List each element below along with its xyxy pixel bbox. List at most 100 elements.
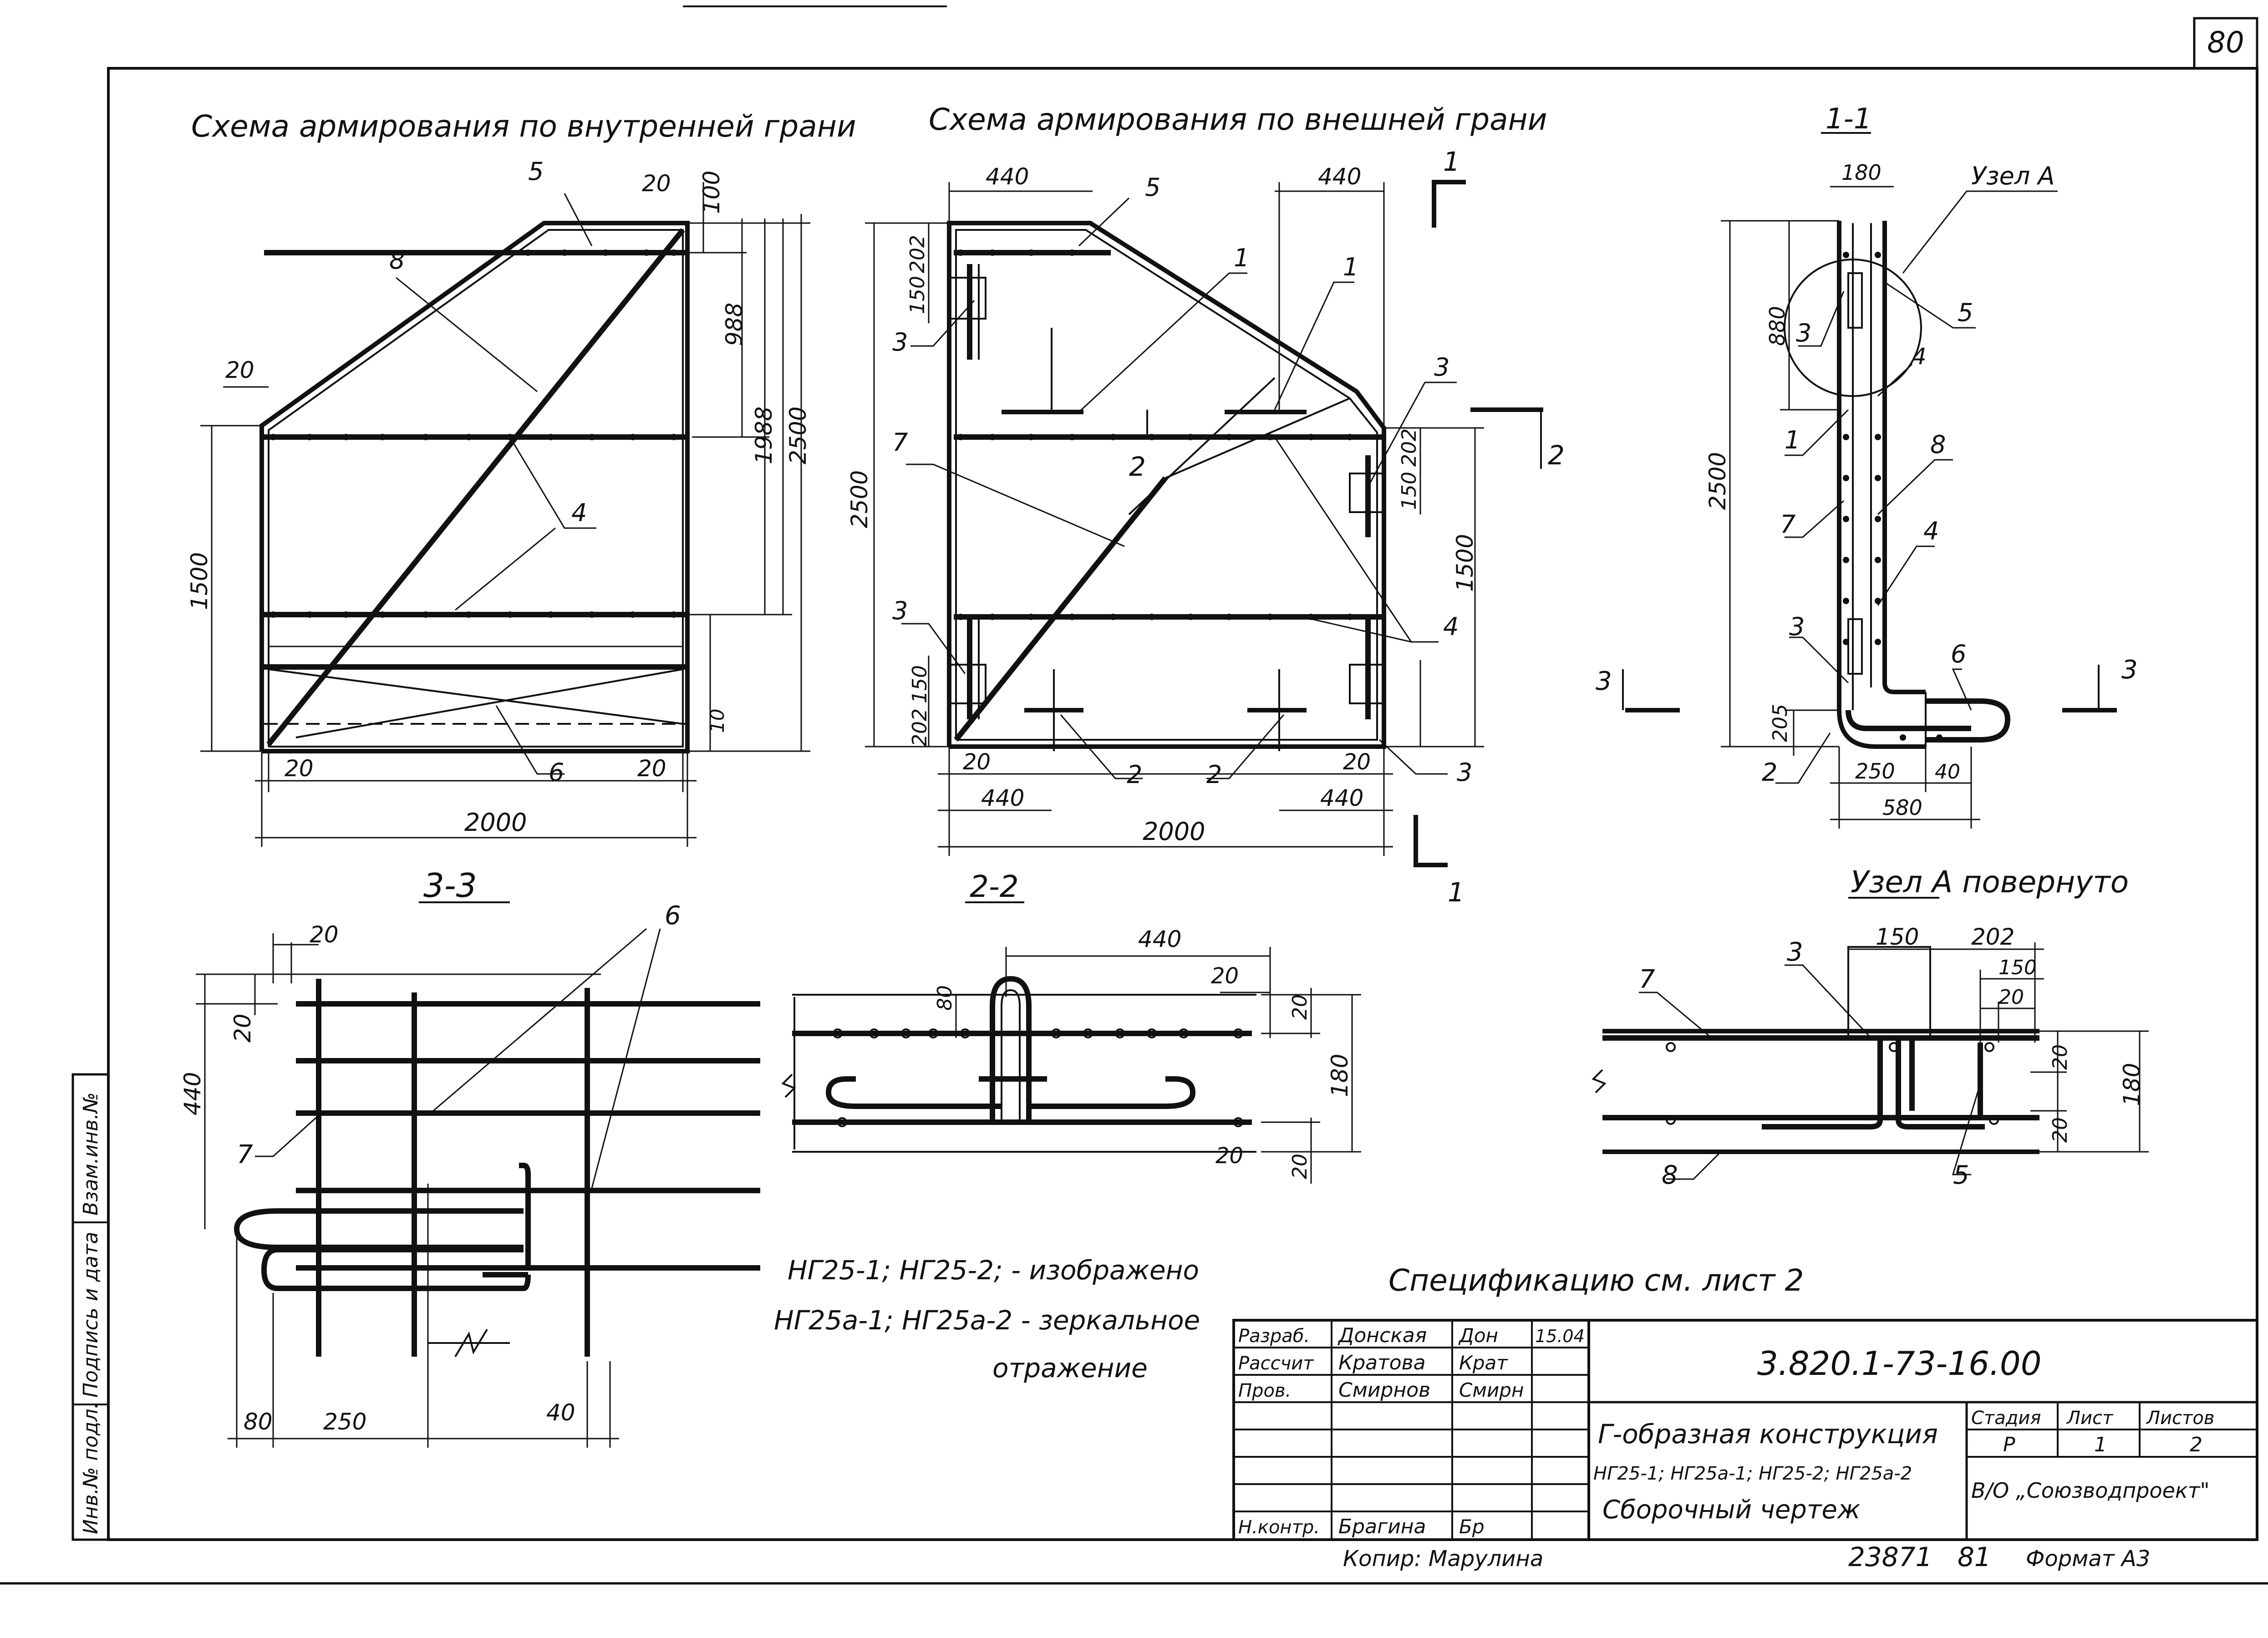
inner-dim-20-top: 20 [642, 170, 671, 197]
na-callout-3: 3 [1787, 937, 1803, 967]
sheet-number-box [2193, 17, 2258, 70]
title-outer-scheme: Схема армирования по внешней грани [929, 102, 1547, 137]
na-dim-180: 180 [2119, 1063, 2145, 1106]
outer-dim-202-r: 202 [1398, 428, 1421, 467]
inner-dim-20-bl: 20 [285, 755, 314, 782]
inner-callout-8: 8 [389, 246, 405, 275]
s33-dim-80: 80 [244, 1409, 273, 1435]
na-dim-150-top: 150 [1876, 924, 1919, 950]
view-section-1-1: 180 880 2500 205 250 40 580 5 3 4 1 8 7 … [1596, 160, 2138, 829]
s11-dim-580: 580 [1882, 795, 1922, 820]
inner-dim-2500: 2500 [785, 407, 811, 464]
inner-dim-20-br: 20 [637, 755, 666, 782]
tb-name-line-2: НГ25-1; НГ25а-1; НГ25-2; НГ25а-2 [1593, 1463, 1912, 1484]
tb-name-6: Брагина [1338, 1515, 1426, 1538]
tb-stage-header: Стадия [1971, 1408, 2041, 1429]
section-mark-1-top: 1 [1443, 146, 1460, 177]
tb-role-6: Н.контр. [1238, 1517, 1320, 1538]
tb-name-0: Донская [1337, 1324, 1427, 1347]
outer-callout-2b: 2 [1206, 760, 1222, 789]
tb-signature-0: Дон [1458, 1324, 1498, 1347]
s11-callout-6: 6 [1951, 640, 1966, 668]
tb-signature-2: Смирн [1459, 1379, 1524, 1401]
inner-dim-100: 100 [698, 171, 725, 214]
s11-dim-180: 180 [1841, 160, 1882, 185]
view-section-2-2: 440 80 20 20 180 20 20 [781, 926, 1361, 1184]
outer-dim-2500: 2500 [846, 470, 873, 528]
inner-dim-1500: 1500 [186, 552, 213, 610]
footer-format: Формат А3 [2026, 1546, 2150, 1572]
outer-dim-1500: 1500 [1452, 534, 1478, 592]
outer-dim-440-bl: 440 [981, 785, 1024, 811]
tb-sheet-header: Лист [2066, 1408, 2114, 1429]
s11-dim-205: 205 [1769, 704, 1792, 742]
note-spec: Спецификацию см. лист 2 [1388, 1263, 1804, 1298]
tb-sheet: 1 [2094, 1433, 2107, 1456]
inner-dim-2000: 2000 [464, 808, 527, 837]
s11-callout-5: 5 [1958, 298, 1973, 327]
title-inner-scheme: Схема армирования по внутренней грани [191, 109, 856, 144]
s11-callout-1: 1 [1785, 426, 1800, 454]
inner-dim-988: 988 [721, 303, 748, 346]
na-callout-7: 7 [1639, 965, 1655, 994]
s22-dim-20-top: 20 [1211, 963, 1239, 989]
section-mark-2-left: 2 [1129, 451, 1146, 482]
inner-callout-6: 6 [549, 758, 564, 787]
na-callout-5: 5 [1953, 1160, 1969, 1190]
tb-sheets-header: Листов [2146, 1408, 2214, 1429]
note-line-3: отражение [992, 1353, 1148, 1384]
outer-callout-1a: 1 [1234, 244, 1249, 272]
tb-stage: Р [2003, 1433, 2015, 1456]
stamp-inventory-no: Инв.№ подл. [79, 1402, 102, 1534]
note-line-2: НГ25а-1; НГ25а-2 - зеркальное [774, 1305, 1200, 1336]
inner-dim-20-left: 20 [225, 357, 254, 383]
title-block: Разраб. Рассчит Пров. Н.контр. Донская К… [1232, 1319, 2258, 1541]
outer-dim-150-bl: 150 [908, 665, 931, 703]
tb-signature-1: Крат [1459, 1352, 1508, 1374]
outer-callout-7: 7 [892, 428, 908, 457]
section-mark-2-right: 2 [1548, 440, 1565, 471]
na-dim-20-r: 20 [1998, 986, 2024, 1009]
outer-callout-3-bl: 3 [892, 596, 908, 625]
outer-callout-3-br: 3 [1457, 758, 1472, 787]
stamp-replacement-no: Взам.инв.№ [79, 1092, 102, 1216]
s33-dim-20-left: 20 [229, 1013, 256, 1043]
footer-archive-suffix: 81 [1958, 1541, 1991, 1572]
s11-dim-880: 880 [1765, 306, 1790, 346]
outer-callout-4: 4 [1443, 612, 1459, 641]
left-stamp: Инв.№ подл. Подпись и дата Взам.инв.№ [71, 1073, 110, 1541]
outer-callout-3-tr: 3 [1434, 353, 1449, 382]
title-section-2-2: 2-2 [970, 869, 1019, 904]
inner-dim-1988: 1988 [751, 407, 777, 464]
na-dim-20-a: 20 [2049, 1044, 2072, 1070]
outer-dim-150-r: 150 [1398, 472, 1421, 510]
s33-callout-7: 7 [237, 1140, 253, 1170]
outer-callout-3-tl: 3 [892, 328, 908, 356]
s11-dim-250: 250 [1855, 759, 1895, 783]
tb-name-2: Смирнов [1338, 1379, 1430, 1402]
na-dim-20-b: 20 [2049, 1117, 2072, 1143]
na-callout-8: 8 [1662, 1160, 1678, 1190]
s22-dim-20-bot: 20 [1215, 1143, 1243, 1169]
s33-dim-40: 40 [546, 1399, 575, 1426]
outer-dim-20-bl: 20 [963, 749, 991, 775]
view-outer-scheme: 440 440 202 150 2500 202 150 1500 150 20… [846, 146, 1565, 908]
outer-dim-440-tl: 440 [986, 163, 1029, 190]
stamp-signature-date: Подпись и дата [79, 1232, 102, 1398]
outer-dim-150-tl: 150 [906, 276, 929, 314]
tb-doc-code: 3.820.1-73-16.00 [1757, 1344, 2042, 1383]
s11-callout-4-top: 4 [1912, 343, 1927, 370]
s22-dim-80: 80 [933, 985, 956, 1011]
s22-dim-440: 440 [1138, 926, 1181, 952]
tb-role-0: Разраб. [1238, 1326, 1310, 1347]
title-section-1-1: 1-1 [1826, 102, 1871, 135]
view-inner-scheme: 20 100 988 1988 2500 20 1500 10 20 20 20… [186, 157, 811, 847]
tb-organization: В/О „Союзводпроект" [1971, 1478, 2210, 1503]
s22-dim-20-br: 20 [1288, 1154, 1312, 1179]
s33-dim-20-top: 20 [310, 921, 339, 948]
outer-dim-202-bl: 202 [908, 708, 931, 747]
outer-dim-440-br: 440 [1320, 785, 1363, 811]
inner-callout-5: 5 [528, 157, 544, 186]
